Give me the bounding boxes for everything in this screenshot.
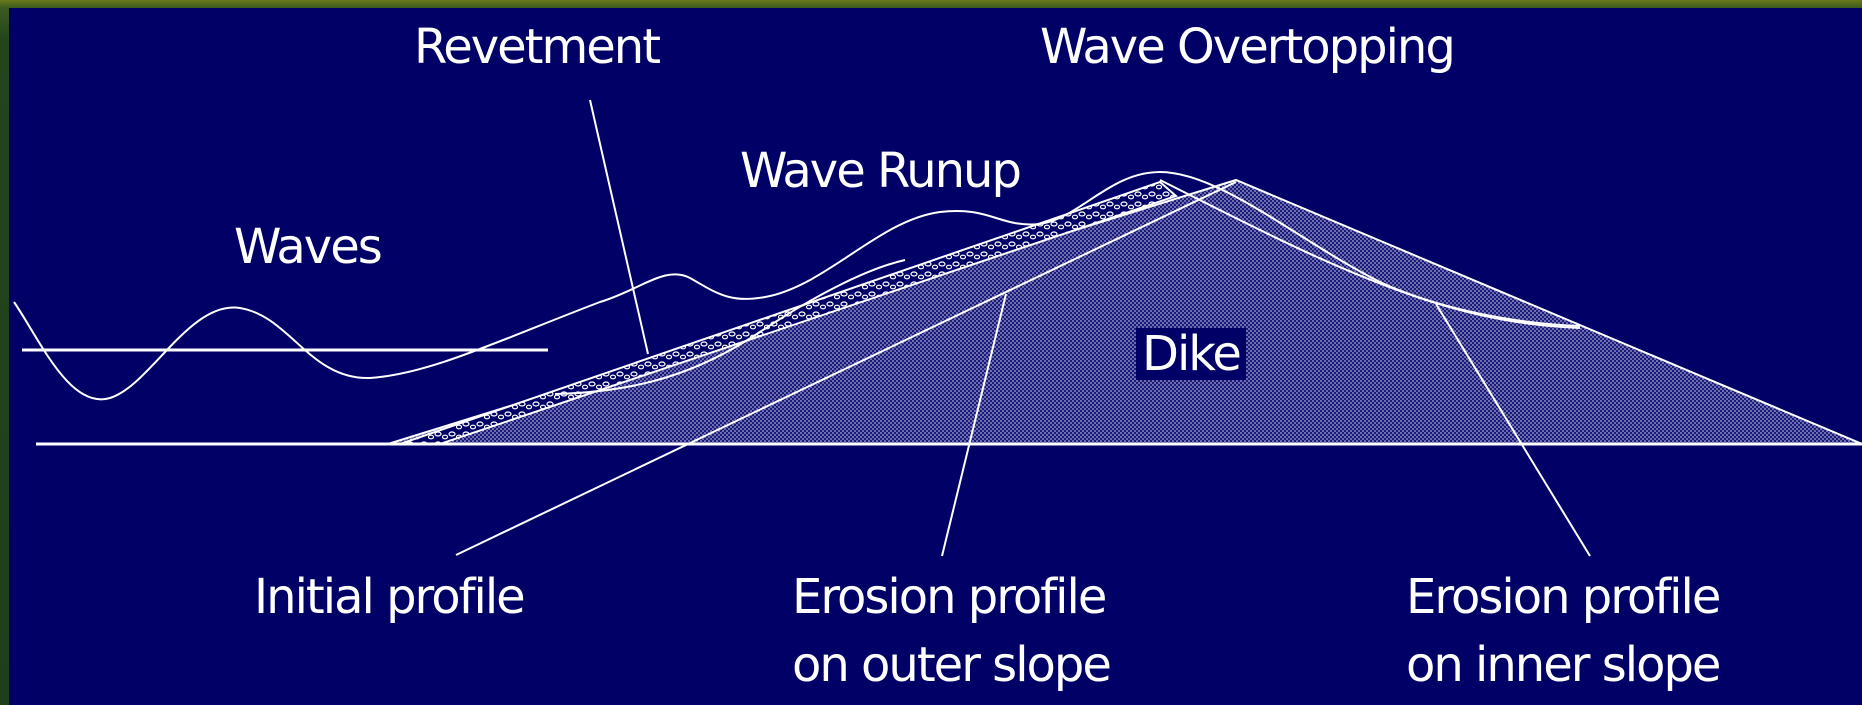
dike-body — [387, 178, 1862, 445]
erosion-outer-label-line1: Erosion profile — [792, 569, 1107, 625]
revetment-leader — [589, 99, 649, 355]
erosion-inner-label-line2: on inner slope — [1406, 637, 1721, 693]
erosion-outer-curve — [554, 259, 906, 395]
erosion-inner-label-line1: Erosion profile — [1406, 569, 1721, 625]
erosion-outer-leader — [941, 293, 1007, 557]
initial-profile-label: Initial profile — [254, 569, 526, 625]
erosion-inner-leader — [1435, 303, 1591, 557]
waves-label: Waves — [234, 219, 383, 275]
wave-overtopping-label: Wave Overtopping — [1040, 19, 1456, 75]
erosion-outer-label-line2: on outer slope — [792, 637, 1112, 693]
wave-runup-curve — [13, 170, 1581, 401]
revetment-label: Revetment — [414, 19, 661, 75]
dike-label: Dike — [1136, 328, 1246, 380]
wave-runup-label: Wave Runup — [740, 143, 1022, 199]
erosion-inner-curve — [1159, 179, 1581, 329]
initial-profile-leader — [455, 181, 1237, 556]
